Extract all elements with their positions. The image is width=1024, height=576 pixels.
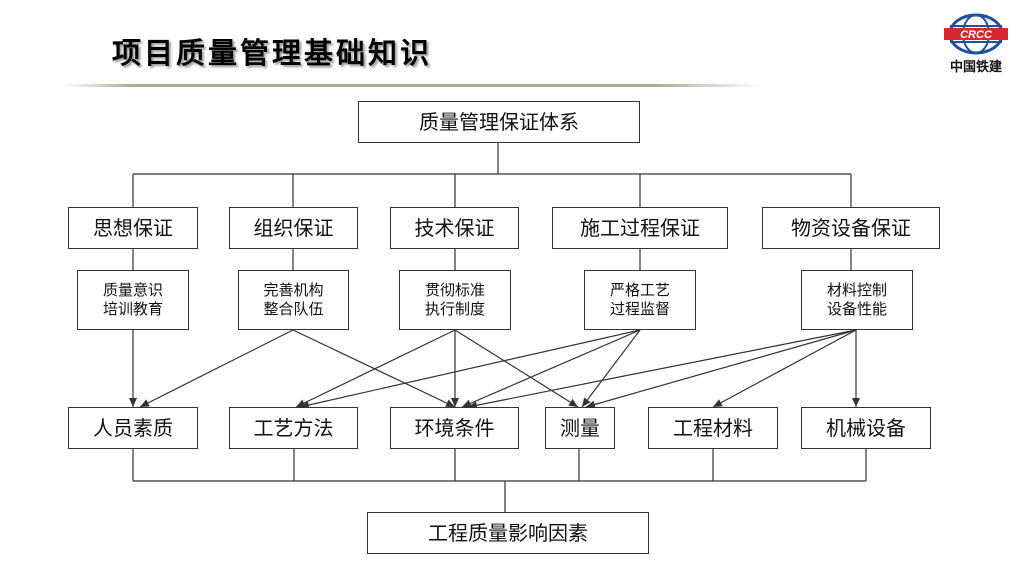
measure-line: 培训教育 [102,300,163,318]
factor-box-materials: 工程材料 [648,407,778,449]
arrow-m3-f4 [454,329,579,408]
measure-line: 整合队伍 [263,300,324,318]
measure-line: 设备性能 [826,300,887,318]
measure-box-5: 材料控制 设备性能 [801,270,913,330]
arrow-m3-f2 [295,329,456,408]
arrow-m2-f1 [139,329,294,408]
measure-line: 质量意识 [102,281,163,300]
arrow-m5-f4 [585,329,857,409]
root-box: 质量管理保证体系 [358,101,640,143]
arrow-m4-f3 [461,329,641,408]
crcc-logo-icon: CRCC [944,13,1008,55]
measure-line: 材料控制 [826,281,887,300]
measure-box-2: 完善机构 整合队伍 [238,270,349,330]
measure-line: 过程监督 [609,300,670,318]
arrow-m4-f4 [581,329,641,408]
logo-emblem-text: CRCC [960,29,993,41]
guarantee-box-ideology: 思想保证 [68,207,198,249]
factor-box-personnel: 人员素质 [68,407,198,449]
measure-box-4: 严格工艺 过程监督 [584,270,696,330]
title-divider [62,84,762,87]
guarantee-box-technology: 技术保证 [390,207,519,249]
result-box: 工程质量影响因素 [367,512,649,554]
guarantee-box-materials: 物资设备保证 [762,207,940,249]
measure-line: 执行制度 [424,300,485,318]
factor-box-environment: 环境条件 [390,407,519,449]
page-title: 项目质量管理基础知识 [112,36,433,70]
arrow-m5-f3 [467,329,857,410]
factor-box-measurement: 测量 [545,407,615,449]
measure-line: 严格工艺 [609,281,670,300]
measure-box-3: 贯彻标准 执行制度 [399,270,511,330]
guarantee-box-construction: 施工过程保证 [552,207,728,249]
measure-line: 贯彻标准 [424,281,485,300]
measure-box-1: 质量意识 培训教育 [77,270,189,330]
factor-box-method: 工艺方法 [229,407,358,449]
measure-line: 完善机构 [263,281,324,300]
arrow-m2-f3 [292,329,456,408]
factor-box-machinery: 机械设备 [801,407,931,449]
guarantee-box-organization: 组织保证 [229,207,358,249]
arrow-m5-f5 [712,329,857,408]
logo-text: 中国铁建 [949,60,1002,75]
arrow-m4-f2 [299,329,641,409]
